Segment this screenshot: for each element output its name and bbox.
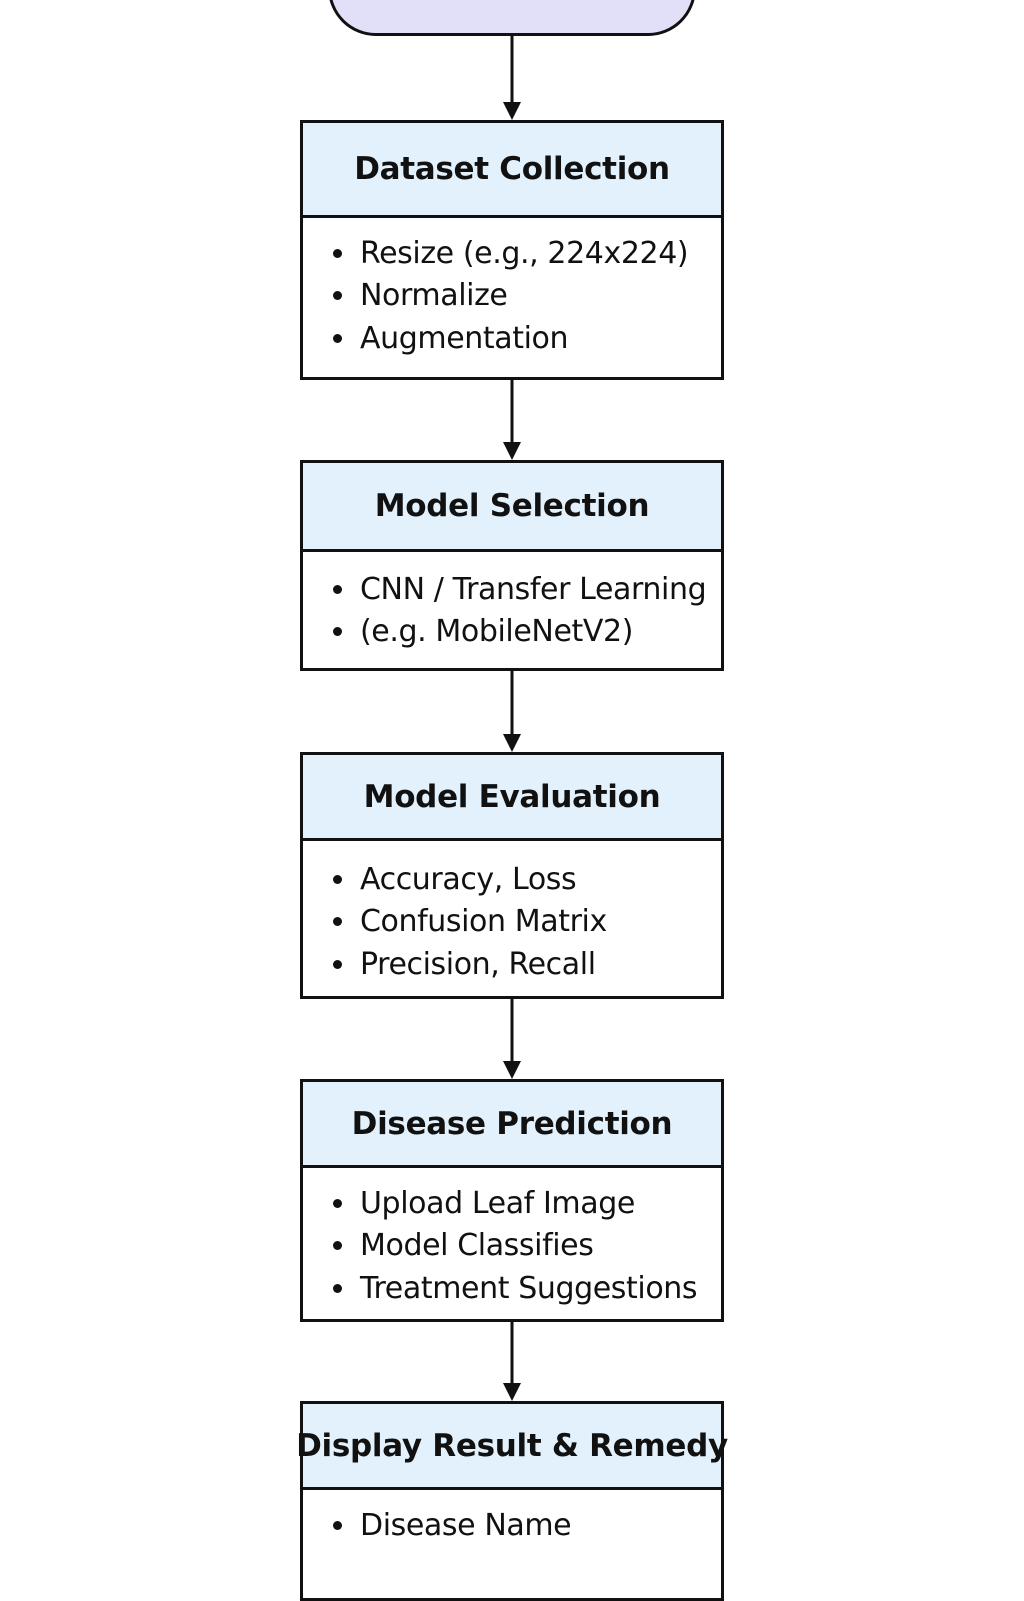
- step-model-evaluation: Model Evaluation Accuracy, Loss Confusio…: [300, 752, 724, 999]
- step-bullet-list: Disease Name: [303, 1490, 721, 1547]
- bullet-item: Resize (e.g., 224x224): [333, 232, 721, 275]
- bullet-dot-icon: [333, 917, 342, 927]
- bullet-text: Upload Leaf Image: [360, 1185, 635, 1221]
- bullet-text: Augmentation: [360, 320, 569, 356]
- step-bullet-list: Upload Leaf Image Model Classifies Treat…: [303, 1168, 721, 1310]
- bullet-item: (e.g. MobileNetV2): [333, 611, 721, 654]
- bullet-text: Accuracy, Loss: [360, 861, 577, 897]
- bullet-dot-icon: [333, 333, 342, 343]
- flow-connectors: [503, 36, 521, 1401]
- bullet-item: CNN / Transfer Learning: [333, 568, 721, 611]
- bullet-item: Normalize: [333, 275, 721, 318]
- step-disease-prediction: Disease Prediction Upload Leaf Image Mod…: [300, 1079, 724, 1322]
- arrowhead-3: [503, 734, 521, 752]
- bullet-text: Normalize: [360, 278, 508, 314]
- bullet-text: CNN / Transfer Learning: [360, 571, 707, 607]
- step-title: Model Evaluation: [303, 755, 721, 841]
- bullet-dot-icon: [333, 1283, 342, 1293]
- arrowhead-4: [503, 1061, 521, 1079]
- step-dataset-collection: Dataset Collection Resize (e.g., 224x224…: [300, 120, 724, 380]
- bullet-dot-icon: [333, 1198, 342, 1208]
- bullet-item: Augmentation: [333, 317, 721, 360]
- bullet-text: Treatment Suggestions: [360, 1270, 698, 1306]
- step-bullet-list: Accuracy, Loss Confusion Matrix Precisio…: [303, 841, 721, 986]
- step-title: Disease Prediction: [303, 1082, 721, 1168]
- bullet-dot-icon: [333, 1520, 342, 1530]
- bullet-text: Disease Name: [360, 1507, 572, 1543]
- step-title: Model Selection: [303, 463, 721, 552]
- start-node: [328, 0, 696, 36]
- bullet-item: Precision, Recall: [333, 943, 721, 986]
- step-display-result: Display Result & Remedy Disease Name: [296, 1401, 728, 1601]
- step-bullet-list: Resize (e.g., 224x224) Normalize Augment…: [303, 218, 721, 360]
- bullet-text: Resize (e.g., 224x224): [360, 235, 689, 271]
- arrowhead-1: [503, 102, 521, 120]
- bullet-item: Treatment Suggestions: [333, 1267, 721, 1310]
- bullet-dot-icon: [333, 959, 342, 969]
- bullet-dot-icon: [333, 584, 342, 594]
- step-bullet-list: CNN / Transfer Learning (e.g. MobileNetV…: [303, 552, 721, 653]
- bullet-text: (e.g. MobileNetV2): [360, 614, 633, 650]
- arrowhead-5: [503, 1383, 521, 1401]
- bullet-item: Upload Leaf Image: [333, 1182, 721, 1225]
- bullet-dot-icon: [333, 291, 342, 301]
- bullet-item: Accuracy, Loss: [333, 858, 721, 901]
- bullet-dot-icon: [333, 627, 342, 637]
- bullet-text: Precision, Recall: [360, 946, 596, 982]
- bullet-item: Disease Name: [333, 1504, 721, 1547]
- bullet-item: Model Classifies: [333, 1225, 721, 1268]
- arrowhead-2: [503, 442, 521, 460]
- step-title: Display Result & Remedy: [296, 1404, 728, 1490]
- step-model-selection: Model Selection CNN / Transfer Learning …: [300, 460, 724, 671]
- bullet-text: Confusion Matrix: [360, 904, 607, 940]
- bullet-item: Confusion Matrix: [333, 901, 721, 944]
- bullet-text: Model Classifies: [360, 1228, 594, 1264]
- bullet-dot-icon: [333, 248, 342, 258]
- step-title: Dataset Collection: [303, 123, 721, 218]
- bullet-dot-icon: [333, 874, 342, 884]
- bullet-dot-icon: [333, 1241, 342, 1251]
